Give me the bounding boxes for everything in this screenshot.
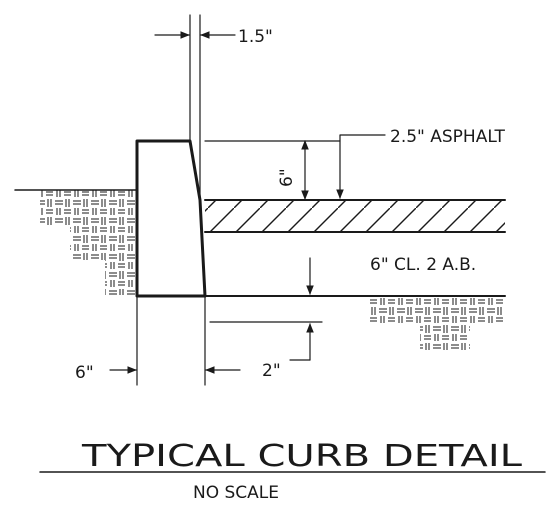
asphalt-label: 2.5" ASPHALT <box>390 127 505 147</box>
dimension-curb-width <box>109 295 241 386</box>
dimension-base <box>209 257 323 361</box>
page-subtitle: NO SCALE <box>193 483 279 503</box>
embed-label: 2" <box>262 361 281 381</box>
curb-offset-label: 1.5" <box>238 27 273 47</box>
soil-hatch-right <box>370 296 505 350</box>
soil-hatch-left <box>14 189 138 295</box>
curb-width-label: 6" <box>75 363 94 383</box>
asphalt-layer <box>204 199 506 233</box>
curb-section <box>135 139 207 298</box>
curb-reveal-label: 6" <box>277 168 297 187</box>
dimension-curb-reveal <box>204 140 341 200</box>
asphalt-leader <box>336 134 386 199</box>
page-title: TYPICAL CURB DETAIL <box>81 439 523 474</box>
dimension-curb-offset <box>154 14 236 201</box>
base-label: 6" CL. 2 A.B. <box>370 255 476 275</box>
